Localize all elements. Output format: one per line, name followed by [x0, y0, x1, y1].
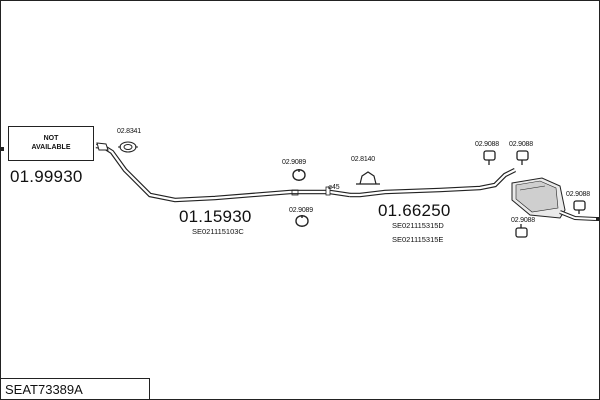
not-available-box: NOT AVAILABLE	[8, 126, 94, 161]
oe-ref-rear-1: SE021115315D	[392, 221, 444, 230]
not-available-line1: NOT	[43, 134, 59, 142]
label-hanger-rear-3: 02.9088	[566, 191, 590, 198]
part-number-rear: 01.66250	[378, 201, 451, 220]
part-number-mid: 01.15930	[179, 207, 252, 226]
rubber-hanger-icon	[515, 224, 528, 238]
part-number-front: 01.99930	[10, 167, 83, 186]
label-hanger-rear-2: 02.9088	[509, 141, 533, 148]
label-hanger-mid-bottom: 02.9089	[289, 207, 313, 214]
edge-marker-left	[1, 147, 4, 151]
pipe-bracket	[291, 189, 299, 196]
rubber-hanger-icon	[483, 150, 496, 165]
muffler-rear-icon	[511, 177, 597, 221]
clamp-icon	[118, 141, 138, 153]
label-diameter: ⌀45	[328, 184, 340, 191]
oe-ref-rear-2: SE021115315E	[392, 235, 444, 244]
kit-code: SEAT73389A	[5, 382, 83, 397]
rubber-hanger-icon	[295, 215, 309, 227]
rubber-hanger-icon	[292, 169, 306, 181]
diameter-marker	[325, 186, 331, 196]
clamp-icon	[356, 171, 380, 185]
label-hanger-rear-4: 02.9088	[511, 217, 535, 224]
edge-marker-right	[596, 217, 599, 221]
label-clamp-front: 02.8341	[117, 128, 141, 135]
label-clamp-mid: 02.8140	[351, 156, 375, 163]
kit-code-box: SEAT73389A	[0, 378, 150, 400]
pipe-mid-icon	[350, 167, 517, 198]
oe-ref-mid: SE021115103C	[192, 227, 244, 236]
not-available-line2: AVAILABLE	[31, 143, 71, 151]
label-hanger-rear-1: 02.9088	[475, 141, 499, 148]
rubber-hanger-icon	[516, 150, 529, 165]
pipe-front-icon	[95, 142, 351, 203]
rubber-hanger-icon	[573, 200, 586, 214]
label-hanger-mid-top: 02.9089	[282, 159, 306, 166]
